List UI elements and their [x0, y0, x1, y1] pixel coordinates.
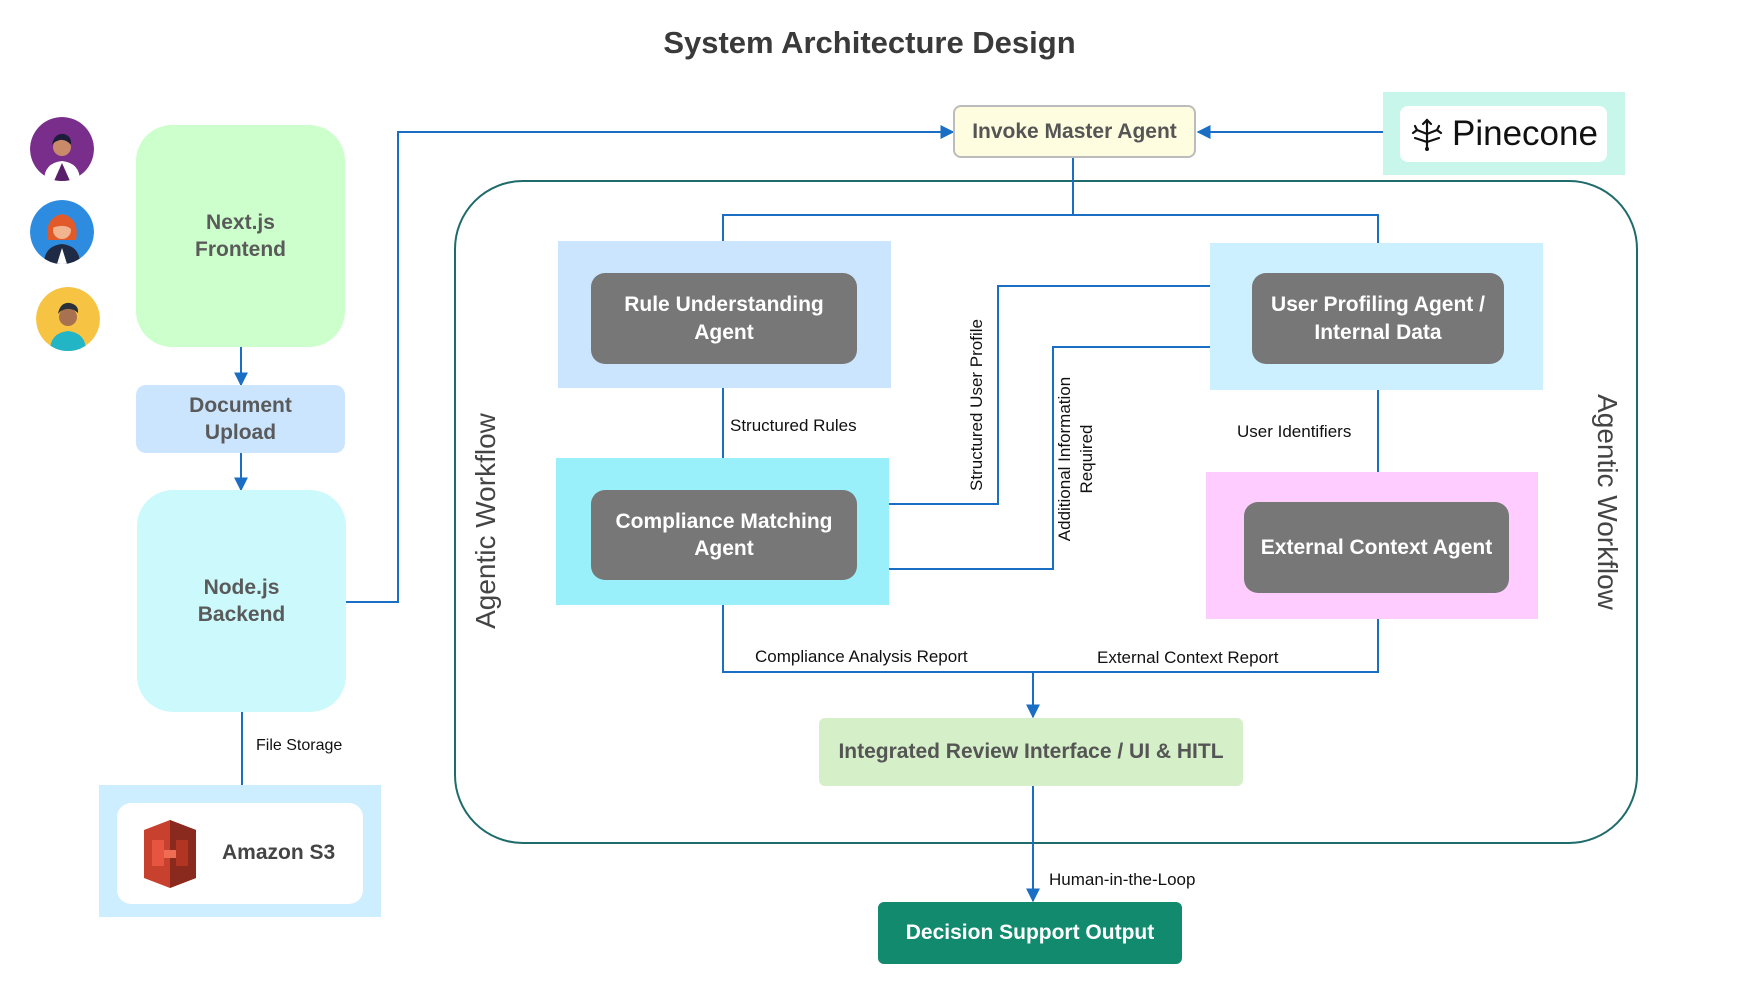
user-profiling-agent: User Profiling Agent / Internal Data [1252, 273, 1504, 364]
workflow-label-right: Agentic Workflow [1592, 394, 1623, 610]
integrated-review-interface-node: Integrated Review Interface / UI & HITL [819, 718, 1243, 786]
page-title: System Architecture Design [663, 25, 1076, 60]
amazon-s3-icon [138, 816, 202, 892]
user-avatar-1 [30, 117, 94, 181]
external-context-agent: External Context Agent [1244, 502, 1509, 593]
invoke-master-agent-node: Invoke Master Agent [953, 105, 1196, 158]
edge-label-user-identifiers: User Identifiers [1237, 422, 1352, 441]
pinecone-node: Pinecone [1400, 106, 1607, 162]
arrow-compliance-profiling [857, 340, 1252, 570]
edge-label-structured-profile: Structured User Profile [967, 319, 986, 491]
edge-label-structured-rules: Structured Rules [730, 416, 857, 435]
agentic-workflow-container [454, 180, 1638, 844]
document-upload-node: Document Upload [136, 385, 345, 453]
pinecone-label: Pinecone [1452, 114, 1598, 153]
arrow-compliance-review [722, 580, 1033, 673]
compliance-matching-agent: Compliance Matching Agent [591, 490, 857, 580]
edge-label-human-in-the-loop: Human-in-the-Loop [1049, 870, 1196, 889]
amazon-s3-label: Amazon S3 [222, 841, 336, 864]
file-storage-label: File Storage [256, 737, 343, 754]
decision-support-output-node: Decision Support Output [878, 902, 1182, 964]
edge-label-additional-info: Additional Information Required [1055, 376, 1097, 542]
nodejs-backend-node: Node.js Backend [137, 490, 346, 712]
user-avatar-3 [36, 287, 100, 351]
pinecone-logo-icon [1409, 116, 1445, 152]
arrow-backend-master [346, 125, 955, 603]
edge-label-external-report: External Context Report [1097, 648, 1279, 667]
rule-understanding-agent: Rule Understanding Agent [591, 273, 857, 364]
edge-label-compliance-report: Compliance Analysis Report [755, 647, 968, 666]
arrow-profile-compliance [855, 285, 1251, 511]
arrow-external-review [1033, 593, 1379, 673]
amazon-s3-node: Amazon S3 [117, 803, 363, 904]
workflow-label-left: Agentic Workflow [470, 413, 501, 629]
nextjs-frontend-node: Next.js Frontend [136, 125, 345, 347]
user-avatar-2 [30, 200, 94, 264]
